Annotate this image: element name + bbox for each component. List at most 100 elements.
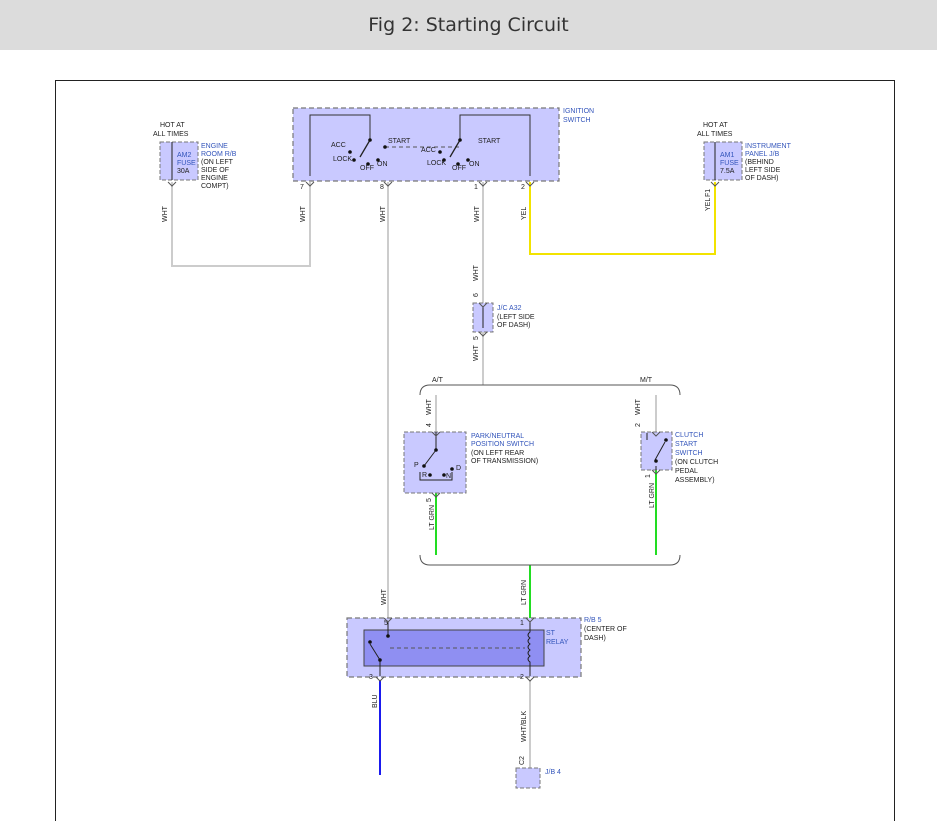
am1-hot-1: HOT AT: [703, 122, 728, 129]
clutch-loc-2: PEDAL: [675, 468, 698, 475]
am2-loc-2: ROOM R/B: [201, 151, 237, 158]
relay-pin-5: 5: [384, 620, 388, 627]
jc-loc-2: OF DASH): [497, 322, 530, 329]
wire-label-wht-relay: WHT: [381, 588, 388, 605]
am2-loc-1: ENGINE: [201, 143, 228, 150]
ignition-switch-internal-left: [309, 114, 371, 176]
wire-label-ltgrn-clutch: LT GRN: [649, 483, 656, 508]
clutch-pin-2: 2: [635, 423, 642, 427]
ignition-switch-internal-right: [459, 114, 531, 176]
diagram-frame: [55, 80, 895, 821]
relay-name: RELAY: [546, 639, 569, 646]
wire-label-wht-pin8: WHT: [380, 205, 387, 222]
ignition-start-left: START: [388, 138, 411, 145]
ignition-switch-blade-right: [449, 139, 461, 158]
ignition-off-right: OFF: [452, 165, 466, 172]
jc-pin-6: 6: [473, 293, 480, 297]
pnp-contacts: [422, 448, 454, 477]
wire-label-whtblk: WHT/BLK: [521, 711, 528, 742]
ignition-switch-blade-left: [359, 139, 371, 158]
am1-loc-5: OF DASH): [745, 175, 778, 182]
am2-loc-6: COMPT): [201, 183, 229, 190]
branch-brace-bottom: [419, 554, 681, 566]
am2-fuse-3: 30A: [177, 168, 190, 175]
pnp-pin-4: 4: [426, 423, 433, 427]
ignition-pin-1: 1: [474, 184, 478, 191]
relay-pin-3: 3: [369, 674, 373, 681]
clutch-switch-internal: [646, 433, 666, 470]
jc-name: J/C A32: [497, 305, 522, 312]
pnp-loc-1: (ON LEFT REAR: [471, 450, 524, 457]
am1-fuse-1: AM1: [720, 152, 735, 159]
wire-label-blu: BLU: [372, 694, 379, 708]
ignition-name-1: IGNITION: [563, 108, 594, 115]
pnp-n: N: [446, 473, 451, 480]
am1-hot-2: ALL TIMES: [697, 131, 733, 138]
pnp-name-2: POSITION SWITCH: [471, 441, 534, 448]
ignition-on-left: ON: [377, 161, 388, 168]
relay-pin-1: 1: [520, 620, 524, 627]
pnp-pin-5: 5: [426, 498, 433, 502]
ignition-contacts: [348, 138, 470, 166]
pnp-name-1: PARK/NEUTRAL: [471, 433, 524, 440]
wire-label-yel-pin2: YEL: [521, 207, 528, 220]
clutch-name-3: SWITCH: [675, 450, 703, 457]
ignition-lock-left: LOCK: [333, 156, 352, 163]
clutch-loc-1: (ON CLUTCH: [675, 459, 718, 466]
am2-loc-5: ENGINE: [201, 175, 228, 182]
rb5-loc-2: DASH): [584, 635, 606, 642]
clutch-name-1: CLUTCH: [675, 432, 703, 439]
am2-loc-3: (ON LEFT: [201, 159, 234, 166]
am2-loc-4: SIDE OF: [201, 167, 229, 174]
branch-brace-top: [419, 384, 681, 396]
relay-coil: [527, 622, 531, 676]
pnp-d: D: [456, 465, 461, 472]
am1-fuse-2: FUSE: [720, 160, 739, 167]
branch-at-label: A/T: [432, 377, 444, 384]
ignition-acc-left: ACC: [331, 142, 346, 149]
wire-label-wht-jc-top: WHT: [473, 264, 480, 281]
figure-title-bar: Fig 2: Starting Circuit: [0, 0, 937, 50]
ignition-off-left: OFF: [360, 165, 374, 172]
wire-label-yel-am1: YEL: [705, 198, 712, 211]
pnp-r: R: [422, 472, 427, 479]
am2-fuse-box: [159, 141, 199, 181]
relay-pin-2: 2: [520, 674, 524, 681]
rb5-loc-1: (CENTER OF: [584, 626, 627, 633]
ignition-acc-right: ACC: [421, 147, 436, 154]
wire-label-ltgrn-relay: LT GRN: [521, 580, 528, 605]
am2-hot-1: HOT AT: [160, 122, 185, 129]
pnp-p: P: [414, 462, 419, 469]
jb4-box: [515, 767, 541, 789]
ignition-pin-2: 2: [521, 184, 525, 191]
figure-title: Fig 2: Starting Circuit: [368, 14, 569, 36]
branch-mt-label: M/T: [640, 377, 653, 384]
ignition-pin-8: 8: [380, 184, 384, 191]
connector-ticks: [167, 181, 720, 682]
clutch-loc-3: ASSEMBLY): [675, 477, 715, 484]
am1-loc-3: (BEHIND: [745, 159, 774, 166]
rb5-name: R/B 5: [584, 617, 602, 624]
am1-fuse-box: [703, 141, 743, 181]
ignition-pin-7: 7: [300, 184, 304, 191]
yel-wire-ignition-to-am1: [529, 182, 716, 255]
jb4-pin-c2: C2: [519, 756, 526, 765]
relay-contacts: [368, 634, 390, 662]
pnp-loc-2: OF TRANSMISSION): [471, 458, 538, 465]
am1-loc-4: LEFT SIDE: [745, 167, 781, 174]
clutch-contacts: [654, 438, 668, 463]
ignition-name-2: SWITCH: [563, 117, 591, 124]
ignition-start-right: START: [478, 138, 501, 145]
jc-loc-1: (LEFT SIDE: [497, 314, 535, 321]
ignition-on-right: ON: [469, 161, 480, 168]
clutch-switch-box: [640, 431, 673, 471]
am2-hot-2: ALL TIMES: [153, 131, 189, 138]
am1-pin-f1: F1: [705, 189, 712, 197]
wire-label-wht-pnp: WHT: [426, 398, 433, 415]
am1-loc-1: INSTRUMENT: [745, 143, 792, 150]
clutch-name-2: START: [675, 441, 698, 448]
am1-loc-2: PANEL J/B: [745, 151, 780, 158]
wht-wire-am2-to-ignition: [171, 182, 311, 267]
jb4-name: J/B 4: [545, 769, 561, 776]
